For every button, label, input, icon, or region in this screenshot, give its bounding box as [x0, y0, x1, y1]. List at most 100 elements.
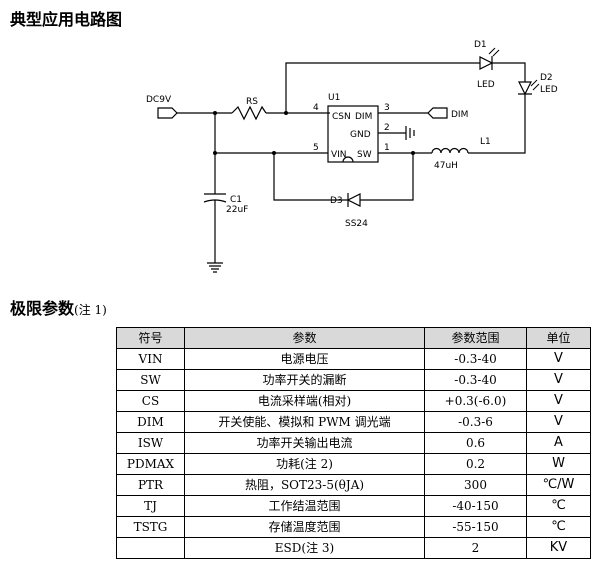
cell-symbol: TJ: [116, 495, 185, 517]
cell-unit: V: [526, 390, 591, 412]
d1-light-arrows: [488, 47, 500, 57]
junction-rs-input: [213, 111, 217, 115]
pin-csn-label: CSN: [332, 112, 351, 122]
input-label: DC9V: [146, 95, 172, 105]
cell-unit: KV: [526, 537, 591, 559]
junction-sw: [411, 151, 415, 155]
cell-parameter: 电流采样端(相对): [184, 390, 425, 412]
cell-symbol: TSTG: [116, 516, 185, 538]
cell-unit: V: [526, 411, 591, 433]
d3-left-wire: [273, 153, 348, 201]
pin-gnd-label: GND: [350, 130, 371, 140]
input-connector: [157, 107, 178, 119]
l1-label: L1: [480, 137, 491, 147]
pin-5-number: 5: [313, 143, 319, 153]
cell-range: -40-150: [424, 495, 527, 517]
cell-parameter: 开关使能、模拟和 PWM 调光端: [184, 411, 425, 433]
top-rail: [285, 62, 480, 113]
pin-sw-label: SW: [357, 150, 372, 160]
cell-symbol: VIN: [116, 348, 185, 370]
c1-label: C1: [230, 195, 242, 205]
cell-range: -0.3-40: [424, 369, 527, 391]
pin-vin-label: VIN: [331, 150, 347, 160]
typical-application-circuit: DC9V RS U1 CSN DIM GND VIN SW 4 3 2 5 1 …: [146, 40, 558, 273]
cell-parameter: 电源电压: [184, 348, 425, 370]
cell-unit: ℃: [526, 495, 591, 517]
junction-rs-output: [284, 111, 288, 115]
d3-part-label: SS24: [345, 219, 368, 229]
cell-symbol: ISW: [116, 432, 185, 454]
d2-type-label: LED: [540, 85, 558, 95]
params-title-note: (注 1): [74, 303, 107, 317]
cell-unit: A: [526, 432, 591, 454]
d3-right-wire: [360, 153, 414, 201]
d3-label: D3: [330, 196, 343, 206]
cell-parameter: 功率开关的漏断: [184, 369, 425, 391]
junction-vin: [213, 151, 217, 155]
ground-symbol: [207, 262, 223, 273]
pin-2-number: 2: [384, 123, 390, 133]
d1-led: [479, 56, 494, 70]
cell-symbol: CS: [116, 390, 185, 412]
cell-range: 2: [424, 537, 527, 559]
cell-parameter: 热阻，SOT23-5(θJA): [184, 474, 425, 496]
cell-unit: ℃: [526, 516, 591, 538]
d1-label: D1: [474, 40, 487, 50]
cell-symbol: SW: [116, 369, 185, 391]
pin-4-number: 4: [313, 103, 319, 113]
rs-label: RS: [246, 97, 258, 107]
cell-unit: W: [526, 453, 591, 475]
header-parameter: 参数: [184, 327, 425, 349]
cell-range: 0.2: [424, 453, 527, 475]
pin-dim-label: DIM: [355, 112, 372, 122]
l1-value-label: 47uH: [434, 161, 458, 171]
cell-parameter: 功率开关输出电流: [184, 432, 425, 454]
params-title-text: 极限参数: [10, 299, 75, 318]
cell-symbol: PDMAX: [116, 453, 185, 475]
cell-unit: V: [526, 348, 591, 370]
gnd-symbol: [405, 126, 415, 140]
u1-label: U1: [328, 93, 340, 103]
vin-sw-notch: [342, 156, 354, 163]
dim-connector-label: DIM: [451, 110, 468, 120]
d2-led: [518, 81, 532, 96]
cell-parameter: 功耗(注 2): [184, 453, 425, 475]
cell-parameter: ESD(注 3): [184, 537, 425, 559]
circuit-section-title: 典型应用电路图: [10, 10, 123, 29]
dim-connector: [427, 107, 448, 119]
cell-range: +0.3(-6.0): [424, 390, 527, 412]
cell-range: -55-150: [424, 516, 527, 538]
pin-1-number: 1: [384, 143, 390, 153]
header-symbol: 符号: [116, 327, 185, 349]
d3-diode: [346, 193, 361, 207]
d1-to-d2-wire: [492, 62, 526, 82]
header-unit: 单位: [526, 327, 591, 349]
rs-resistor: [231, 105, 267, 121]
cell-symbol: DIM: [116, 411, 185, 433]
cell-symbol: [116, 537, 185, 559]
cell-range: -0.3-40: [424, 348, 527, 370]
d2-light-arrows: [530, 79, 540, 91]
d2-to-inductor-wire: [468, 94, 526, 154]
junction-d3-anode: [272, 151, 276, 155]
params-section-title: 极限参数(注 1): [10, 295, 107, 319]
cell-symbol: PTR: [116, 474, 185, 496]
cell-range: 300: [424, 474, 527, 496]
table-header-row: 符号 参数 参数范围 单位: [116, 327, 591, 349]
d2-label: D2: [540, 73, 553, 83]
pin-3-number: 3: [384, 103, 390, 113]
cell-parameter: 工作结温范围: [184, 495, 425, 517]
cell-range: -0.3-6: [424, 411, 527, 433]
cell-parameter: 存储温度范围: [184, 516, 425, 538]
